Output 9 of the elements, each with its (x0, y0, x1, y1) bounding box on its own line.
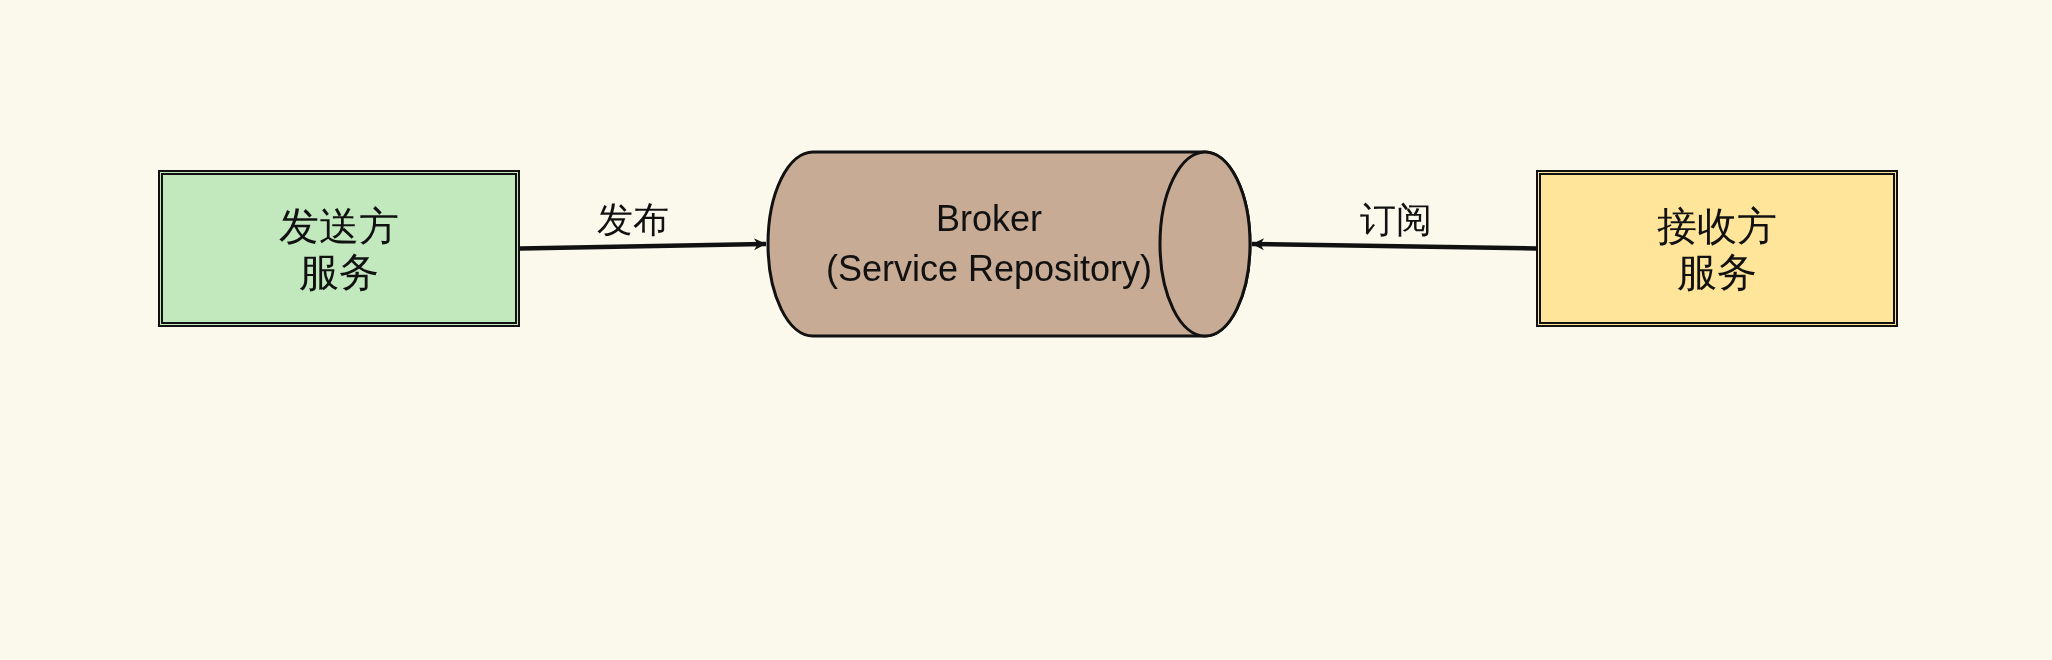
service-box (1536, 170, 1898, 327)
arrow (519, 238, 767, 251)
box-label: 接收方服务 (1656, 202, 1778, 295)
service-box (158, 170, 520, 327)
cylinder-label: Broker (936, 197, 1042, 241)
cylinder-label: (Service Repository) (825, 247, 1153, 291)
box-label: 发送方服务 (278, 202, 400, 295)
edge-label: 发布 (595, 200, 671, 240)
arrow (1251, 238, 1537, 251)
